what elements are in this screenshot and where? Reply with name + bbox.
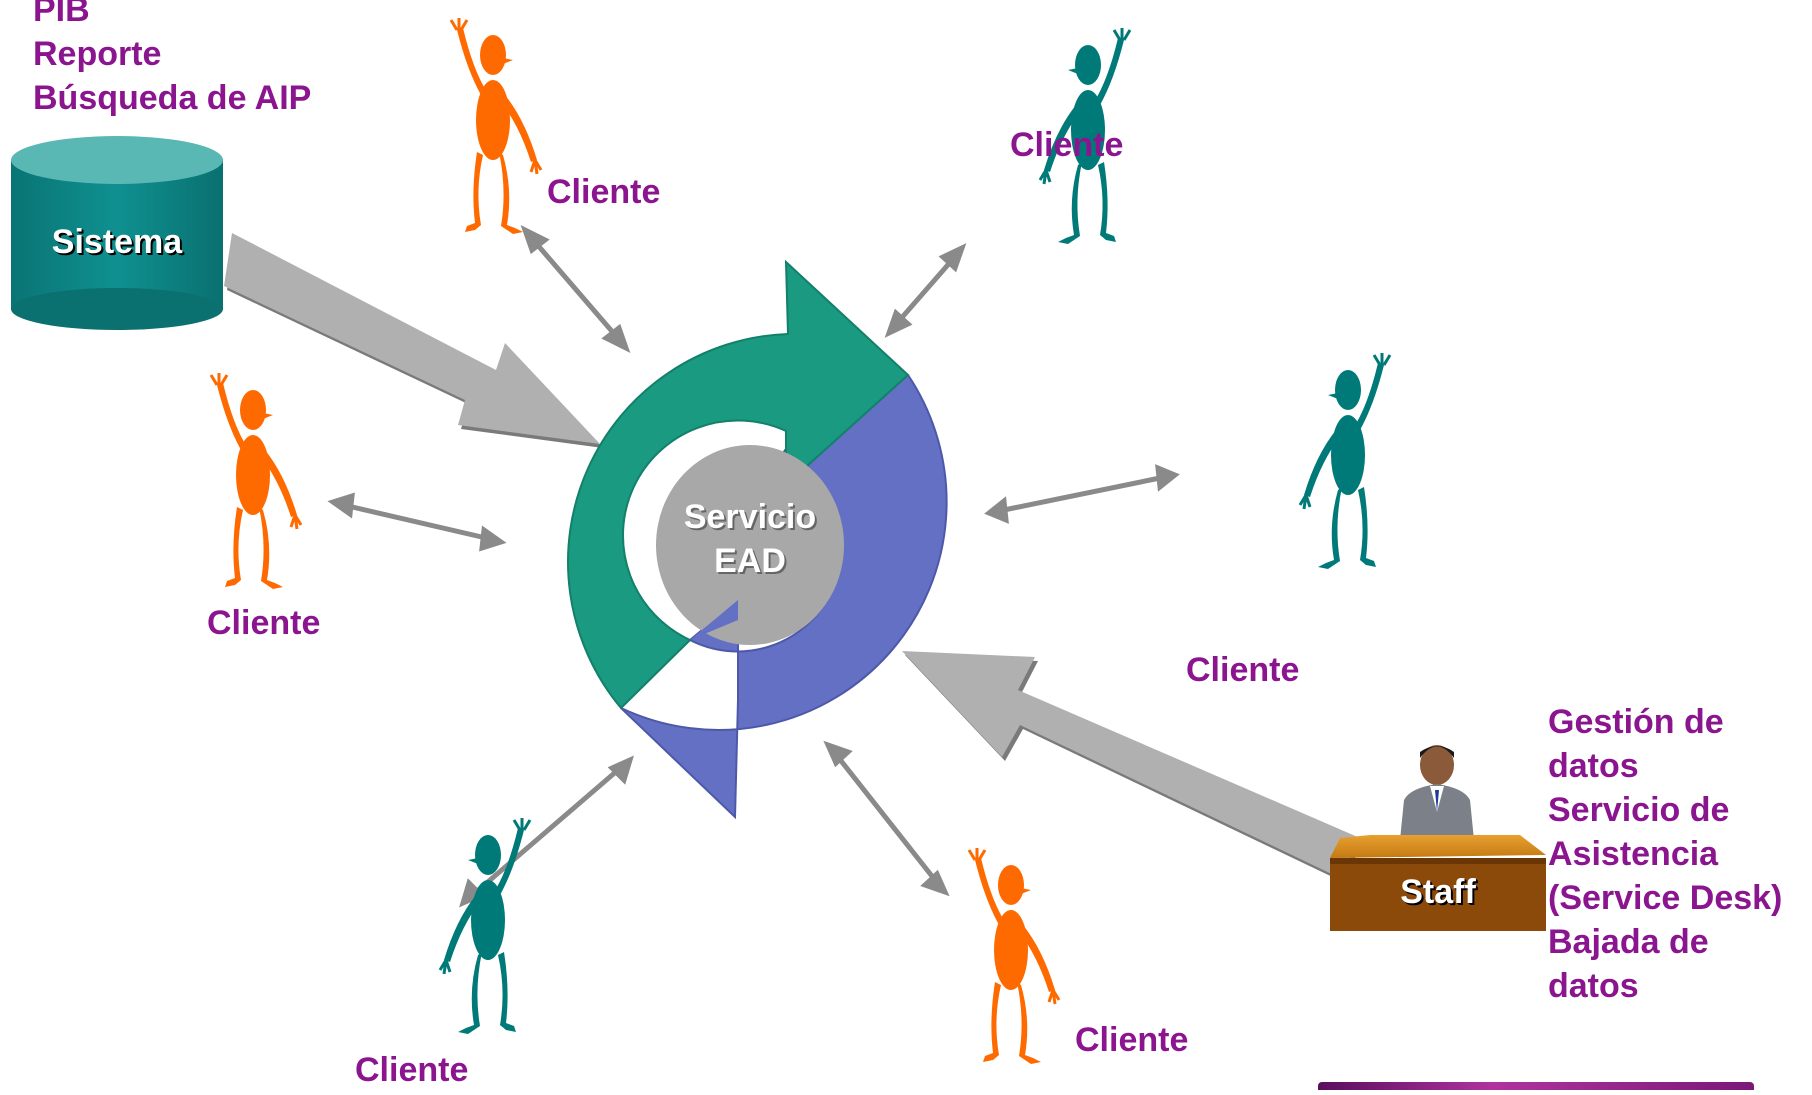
connector-arrow-5 xyxy=(459,755,634,908)
staff-desk xyxy=(1330,745,1546,931)
footer-bar xyxy=(1318,1082,1754,1090)
staff-label: Staff xyxy=(1400,873,1476,911)
client-figure-4 xyxy=(1298,351,1392,571)
client-label-5: Cliente xyxy=(355,1051,469,1089)
staff-func-5: (Service Desk) xyxy=(1548,879,1783,917)
sistema-database xyxy=(11,136,223,330)
center-label-line2: EAD xyxy=(714,542,786,580)
connector-arrow-4 xyxy=(984,464,1180,524)
client-figure-1 xyxy=(449,16,543,236)
client-connection-arrows xyxy=(327,225,1180,908)
connector-arrow-6 xyxy=(823,740,950,897)
client-label-6: Cliente xyxy=(1075,1021,1189,1059)
client-label-4: Cliente xyxy=(1186,651,1300,689)
staff-func-7: datos xyxy=(1548,967,1639,1005)
sistema-to-service-arrow xyxy=(224,233,603,448)
cycle-center xyxy=(656,445,844,645)
staff-functions-label: Gestión de datos Servicio de Asistencia … xyxy=(1548,700,1782,1008)
output-reporte: Reporte xyxy=(33,35,162,73)
staff-func-3: Servicio de xyxy=(1548,791,1730,829)
service-cycle xyxy=(567,259,948,820)
system-outputs-label: PIB Reporte Búsqueda de AIP xyxy=(33,0,311,120)
staff-func-4: Asistencia xyxy=(1548,835,1719,873)
connector-arrow-3 xyxy=(327,492,507,552)
center-service-label: Servicio EAD xyxy=(660,495,840,583)
connector-arrow-1 xyxy=(520,225,631,353)
sistema-label: Sistema xyxy=(51,223,183,261)
client-figure-6 xyxy=(967,846,1061,1066)
client-figure-3 xyxy=(209,371,303,591)
client-label-2: Cliente xyxy=(1010,126,1124,164)
center-label-line1: Servicio xyxy=(683,498,817,536)
staff-to-service-arrow xyxy=(902,651,1363,882)
staff-func-1: Gestión de xyxy=(1548,703,1724,741)
cycle-green-arrow xyxy=(567,259,910,710)
staff-func-6: Bajada de xyxy=(1548,923,1709,961)
output-pib: PIB xyxy=(33,0,90,29)
connector-arrow-2 xyxy=(884,243,967,338)
output-busqueda-aip: Búsqueda de AIP xyxy=(33,79,312,117)
client-label-3: Cliente xyxy=(207,604,321,642)
client-figure-5 xyxy=(438,816,532,1036)
staff-func-2: datos xyxy=(1548,747,1639,785)
client-label-1: Cliente xyxy=(547,173,661,211)
